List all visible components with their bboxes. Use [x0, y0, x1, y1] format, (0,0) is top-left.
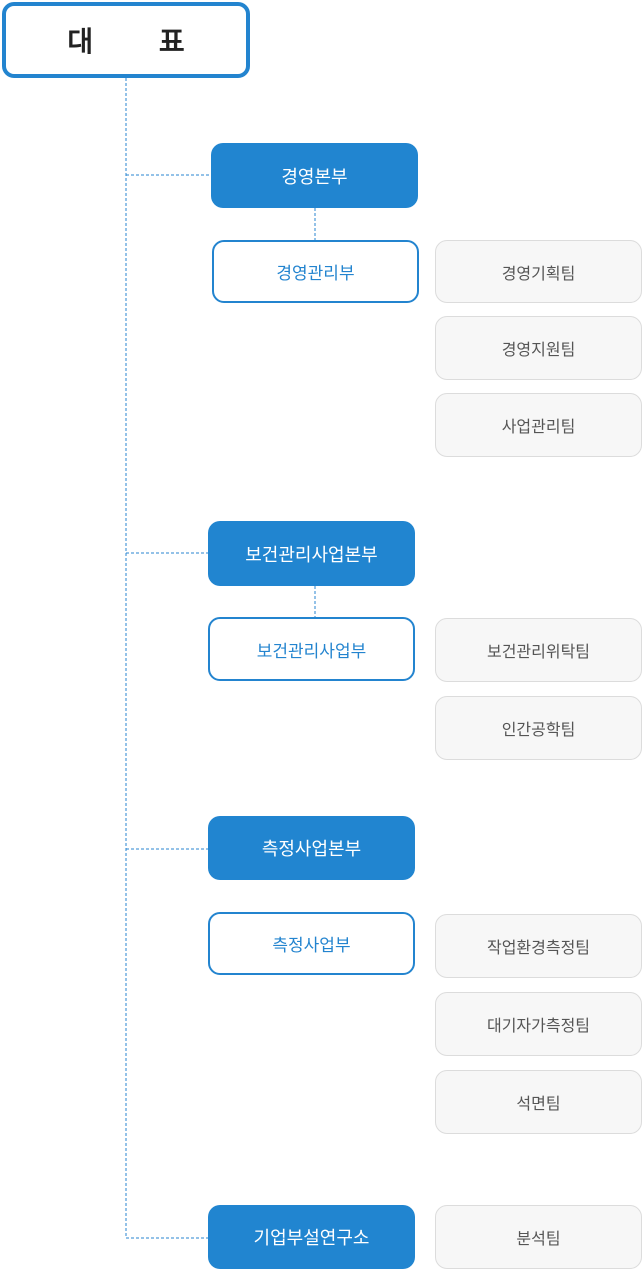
team-box[interactable]: 분석팀 [435, 1205, 642, 1269]
dept-label: 보건관리사업부 [256, 641, 367, 662]
team-label: 석면팀 [516, 1094, 561, 1113]
dept-box-health[interactable]: 보건관리사업부 [208, 617, 415, 681]
team-label: 대기자가측정팀 [486, 1016, 591, 1035]
team-box[interactable]: 보건관리위탁팀 [435, 618, 642, 682]
hq-label: 경영본부 [281, 166, 348, 188]
hq-box-health[interactable]: 보건관리사업본부 [208, 521, 415, 586]
hq-box-research[interactable]: 기업부설연구소 [208, 1205, 415, 1269]
team-label: 경영지원팀 [501, 340, 576, 359]
team-box[interactable]: 석면팀 [435, 1070, 642, 1134]
ceo-box: 대 표 [2, 2, 250, 78]
team-label: 보건관리위탁팀 [486, 642, 591, 661]
hq-label: 기업부설연구소 [253, 1228, 370, 1249]
team-label: 경영기획팀 [501, 263, 576, 283]
hq-label: 보건관리사업본부 [245, 544, 378, 566]
dept-label: 측정사업부 [272, 936, 351, 956]
team-box[interactable]: 경영지원팀 [435, 316, 642, 380]
dept-box-management[interactable]: 경영관리부 [212, 240, 419, 303]
team-label: 사업관리팀 [501, 417, 576, 436]
ceo-label: 대 표 [67, 25, 213, 58]
dept-box-measurement[interactable]: 측정사업부 [208, 912, 415, 975]
team-label: 인간공학팀 [501, 720, 576, 739]
hq-label: 측정사업본부 [261, 839, 362, 860]
team-box[interactable]: 작업환경측정팀 [435, 914, 642, 978]
hq-box-measurement[interactable]: 측정사업본부 [208, 816, 415, 880]
team-box[interactable]: 경영기획팀 [435, 240, 642, 303]
team-label: 작업환경측정팀 [486, 938, 591, 957]
team-box[interactable]: 대기자가측정팀 [435, 992, 642, 1056]
team-label: 분석팀 [516, 1229, 561, 1248]
team-box[interactable]: 인간공학팀 [435, 696, 642, 760]
dept-label: 경영관리부 [276, 264, 355, 284]
team-box[interactable]: 사업관리팀 [435, 393, 642, 457]
hq-box-management[interactable]: 경영본부 [211, 143, 418, 208]
